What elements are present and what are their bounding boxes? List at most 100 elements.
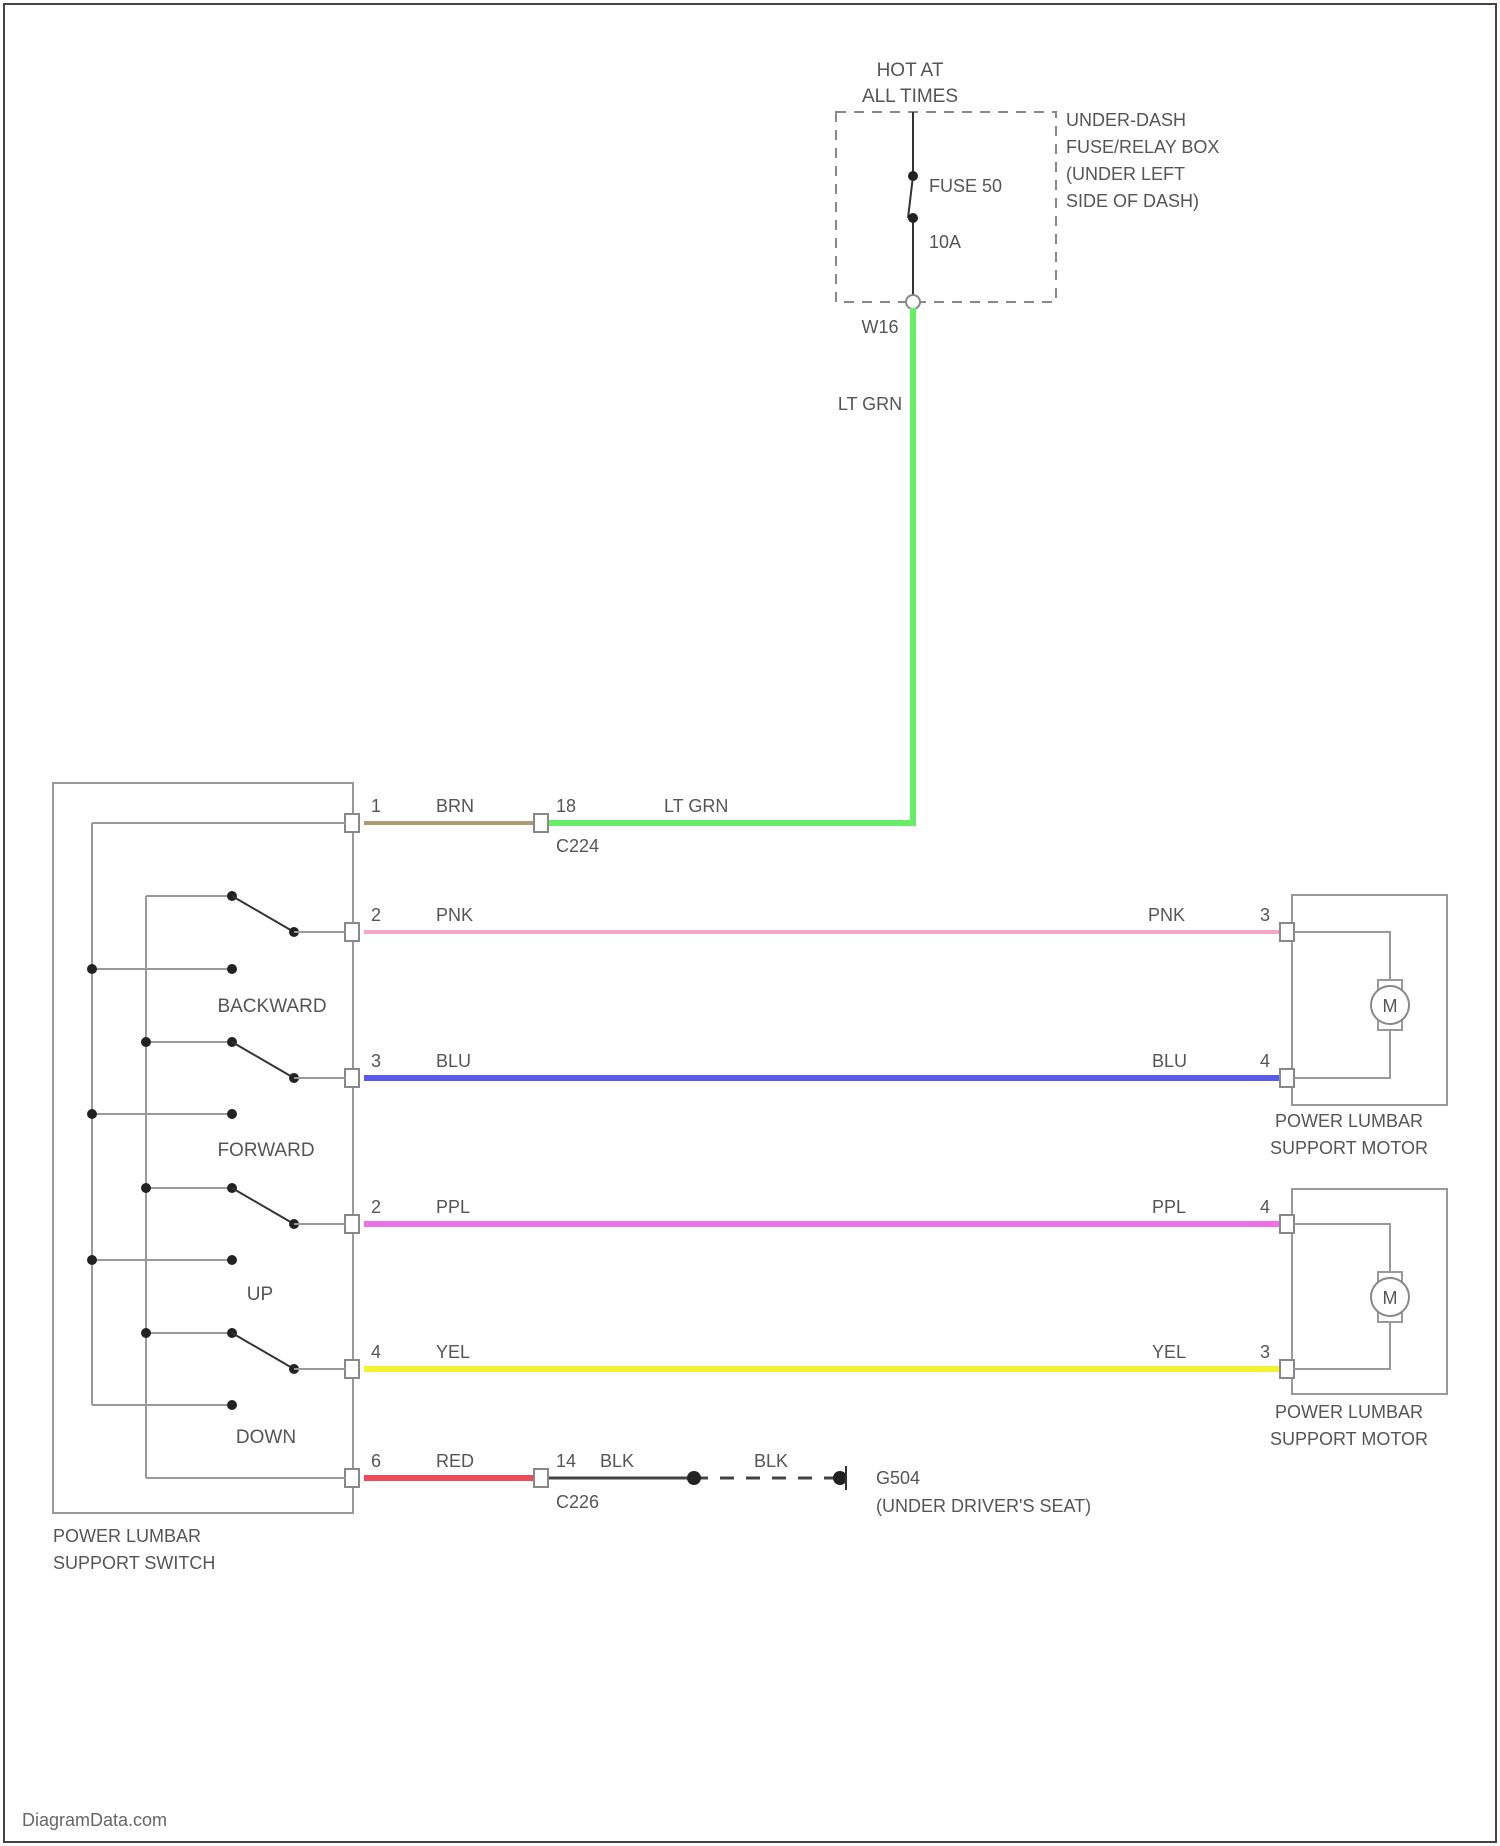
motor-bottom-pin-3: [1280, 1360, 1294, 1378]
fuse-contact-bottom: [908, 213, 918, 223]
switch-forward-junction: [141, 1037, 151, 1047]
switch-up-feed-junction: [87, 1255, 97, 1265]
connector-c224-pin-number: 18: [556, 796, 576, 816]
switch-pin-1: [345, 814, 359, 832]
motor-bottom-symbol-letter: M: [1383, 1288, 1398, 1308]
connector-c226: 14 C226: [534, 1451, 599, 1512]
motor-bottom-name-line2: SUPPORT MOTOR: [1270, 1429, 1428, 1449]
wire-lt-grn: [546, 308, 913, 823]
motor-bottom-housing: [1292, 1189, 1447, 1394]
switch-pin-4: [345, 1360, 359, 1378]
motor-bottom-pin-label-4: 4: [1260, 1197, 1270, 1217]
switch-forward-feed-junction: [87, 1109, 97, 1119]
switch-pin-3: [345, 1069, 359, 1087]
motor-bottom-name-line1: POWER LUMBAR: [1275, 1402, 1423, 1422]
motor-top-symbol-letter: M: [1383, 996, 1398, 1016]
switch-pin-label-1: 1: [371, 796, 381, 816]
ground-location: (UNDER DRIVER'S SEAT): [876, 1496, 1091, 1516]
fuse-box-label-line2: FUSE/RELAY BOX: [1066, 137, 1219, 157]
connector-c226-pin-number: 14: [556, 1451, 576, 1471]
ground-terminal: [833, 1471, 847, 1485]
power-lumbar-support-motor-top: 3 4 M POWER LUMBAR SUPPORT MOTOR: [1260, 895, 1447, 1158]
wire-yel-label-right: YEL: [1152, 1342, 1186, 1362]
fuse-50-element: [908, 176, 913, 218]
wire-pnk-label-right: PNK: [1148, 905, 1185, 925]
switch-down-feed-contact: [227, 1400, 237, 1410]
connector-c226-pin: [534, 1469, 548, 1487]
wire-ppl-label-left: PPL: [436, 1197, 470, 1217]
wire-yel-label-left: YEL: [436, 1342, 470, 1362]
fuse-box-label-line4: SIDE OF DASH): [1066, 191, 1199, 211]
feed-wire-color-label: LT GRN: [838, 394, 902, 414]
ground-g504: G504 (UNDER DRIVER'S SEAT): [833, 1466, 1091, 1516]
page-border: [4, 4, 1496, 1842]
wire-lt-grn-label: LT GRN: [664, 796, 728, 816]
terminal-w16: [906, 295, 920, 309]
motor-bottom-pin-4: [1280, 1215, 1294, 1233]
switch-pin-label-4: 4: [371, 1342, 381, 1362]
switch-position-backward: BACKWARD: [217, 996, 326, 1017]
wire-blu-label-right: BLU: [1152, 1051, 1187, 1071]
switch-pin-6: [345, 1469, 359, 1487]
switch-pin-2b: [345, 1215, 359, 1233]
switch-pin-2: [345, 923, 359, 941]
fuse-box: HOT AT ALL TIMES FUSE 50 10A UNDER-DASH …: [836, 60, 1219, 337]
fuse-name: FUSE 50: [929, 176, 1002, 196]
hot-at-all-times-label-line1: HOT AT: [877, 60, 944, 81]
switch-forward-blade: [232, 1042, 294, 1078]
fuse-box-label-line1: UNDER-DASH: [1066, 110, 1186, 130]
fuse-box-outline: [836, 112, 1056, 302]
splice-dot: [687, 1471, 701, 1485]
switch-pin-label-6: 6: [371, 1451, 381, 1471]
power-lumbar-support-switch: 1 2 3 2 4 6 BACKWARD: [53, 783, 381, 1573]
switch-backward-feed-junction: [87, 964, 97, 974]
switch-up-feed-contact: [227, 1255, 237, 1265]
fuse-contact-top: [908, 171, 918, 181]
connector-c224-name: C224: [556, 836, 599, 856]
hot-at-all-times-label-line2: ALL TIMES: [862, 86, 958, 107]
watermark: DiagramData.com: [22, 1810, 167, 1830]
switch-backward-feed-contact: [227, 964, 237, 974]
wire-brn-label: BRN: [436, 796, 474, 816]
connector-c224-pin: [534, 814, 548, 832]
switch-section-backward: BACKWARD: [87, 891, 345, 1017]
wire-blk-label-left: BLK: [600, 1451, 634, 1471]
switch-pin-label-3: 3: [371, 1051, 381, 1071]
switch-position-up: UP: [247, 1284, 273, 1305]
switch-position-down: DOWN: [236, 1427, 296, 1448]
fuse-box-label-line3: (UNDER LEFT: [1066, 164, 1185, 184]
wire-ppl-label-right: PPL: [1152, 1197, 1186, 1217]
switch-up-junction: [141, 1183, 151, 1193]
switch-up-blade: [232, 1188, 294, 1224]
motor-top-pin-label-4: 4: [1260, 1051, 1270, 1071]
wire-blu-label-left: BLU: [436, 1051, 471, 1071]
terminal-label: W16: [861, 317, 898, 337]
switch-down-junction: [141, 1328, 151, 1338]
switch-position-forward: FORWARD: [217, 1140, 314, 1161]
wire-red-label: RED: [436, 1451, 474, 1471]
switch-down-blade: [232, 1333, 294, 1369]
wire-blk-label-right: BLK: [754, 1451, 788, 1471]
switch-section-up: UP: [87, 1183, 345, 1305]
wires: [364, 308, 1280, 1478]
switch-name-line2: SUPPORT SWITCH: [53, 1553, 215, 1573]
ground-name: G504: [876, 1468, 920, 1488]
switch-pin-label-2b: 2: [371, 1197, 381, 1217]
motor-top-name-line2: SUPPORT MOTOR: [1270, 1138, 1428, 1158]
power-lumbar-support-motor-bottom: 4 3 M POWER LUMBAR SUPPORT MOTOR: [1260, 1189, 1447, 1449]
motor-top-housing: [1292, 895, 1447, 1105]
switch-section-down: DOWN: [92, 1328, 345, 1448]
motor-top-pin-4: [1280, 1069, 1294, 1087]
switch-forward-feed-contact: [227, 1109, 237, 1119]
fuse-rating: 10A: [929, 232, 961, 252]
switch-section-forward: FORWARD: [87, 1037, 345, 1161]
motor-bottom-pin-label-3: 3: [1260, 1342, 1270, 1362]
switch-backward-blade: [232, 896, 294, 932]
wire-pnk-label-left: PNK: [436, 905, 473, 925]
motor-top-name-line1: POWER LUMBAR: [1275, 1111, 1423, 1131]
switch-name-line1: POWER LUMBAR: [53, 1526, 201, 1546]
motor-top-pin-3: [1280, 923, 1294, 941]
connector-c226-name: C226: [556, 1492, 599, 1512]
switch-pin-label-2: 2: [371, 905, 381, 925]
